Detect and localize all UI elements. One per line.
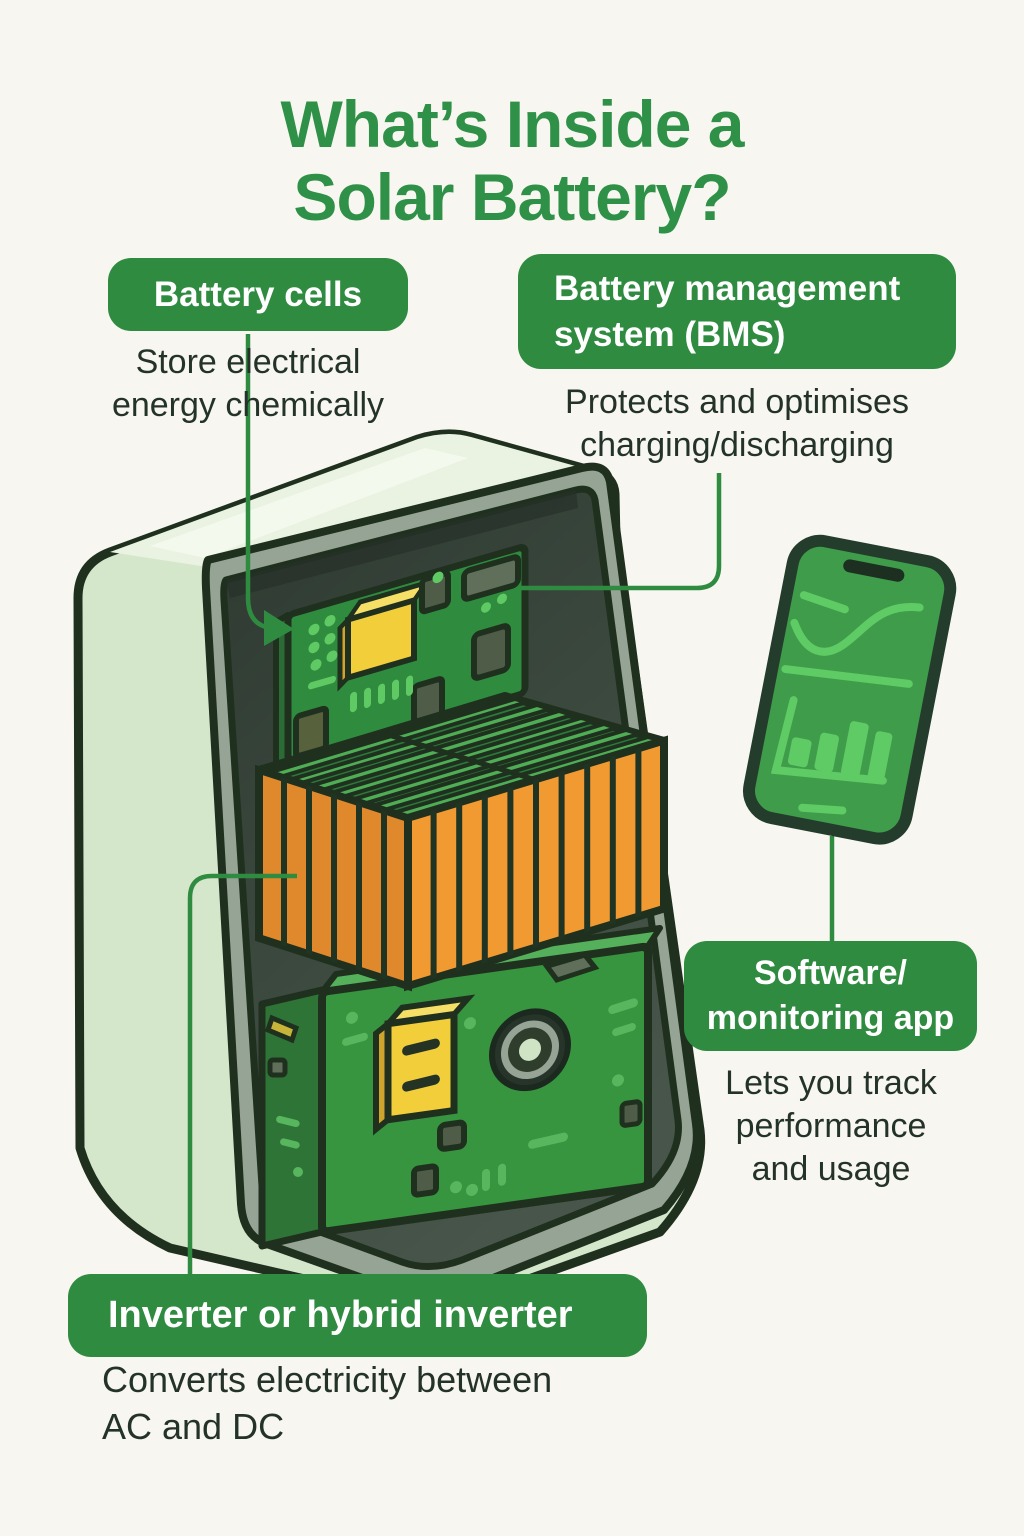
label-software-app: Software/ monitoring app [684, 941, 977, 1051]
label-bms-line-2: system (BMS) [554, 314, 786, 354]
battery-cells-arrowhead [264, 610, 294, 646]
description-battery-cells: Store electrical energy chemically [58, 341, 438, 427]
description-line: Converts electricity between [102, 1359, 553, 1400]
battery-cells-connector-line [245, 334, 267, 630]
label-software-line-2: monitoring app [706, 999, 955, 1037]
page-title: What’s Inside a Solar Battery? [0, 88, 1024, 233]
title-line-2: Solar Battery? [293, 159, 731, 234]
description-line: Protects and optimises [565, 383, 909, 421]
title-line-1: What’s Inside a [280, 87, 745, 162]
label-software-line-1: Software/ [753, 954, 908, 993]
label-battery-cells: Battery cells [108, 258, 408, 331]
enclosure-top-highlight [150, 448, 468, 558]
description-line: performance [735, 1107, 927, 1146]
description-inverter: Converts electricity between AC and DC [102, 1357, 602, 1451]
label-inverter-text: Inverter or hybrid inverter [108, 1294, 573, 1336]
bms-circuit-board-icon [273, 543, 529, 772]
label-inverter: Inverter or hybrid inverter [68, 1274, 647, 1357]
description-line: Store electrical [135, 343, 361, 381]
description-line: energy chemically [111, 386, 385, 425]
description-line: Lets you track [725, 1064, 937, 1102]
monitoring-phone-icon [743, 534, 957, 845]
label-battery-cells-text: Battery cells [153, 274, 363, 314]
description-line: and usage [751, 1150, 911, 1189]
cavity-inner-shadow [226, 490, 578, 598]
description-line: charging/discharging [580, 426, 894, 465]
battery-cell-stack-icon [255, 692, 668, 992]
inverter-connector-line [187, 873, 297, 1278]
description-bms: Protects and optimises charging/discharg… [517, 381, 957, 467]
bms-connector-line [521, 473, 722, 591]
description-software-app: Lets you track performance and usage [686, 1062, 976, 1192]
description-line: AC and DC [102, 1405, 285, 1447]
label-bms-line-1: Battery management [554, 269, 901, 308]
label-bms: Battery management system (BMS) [518, 254, 956, 369]
